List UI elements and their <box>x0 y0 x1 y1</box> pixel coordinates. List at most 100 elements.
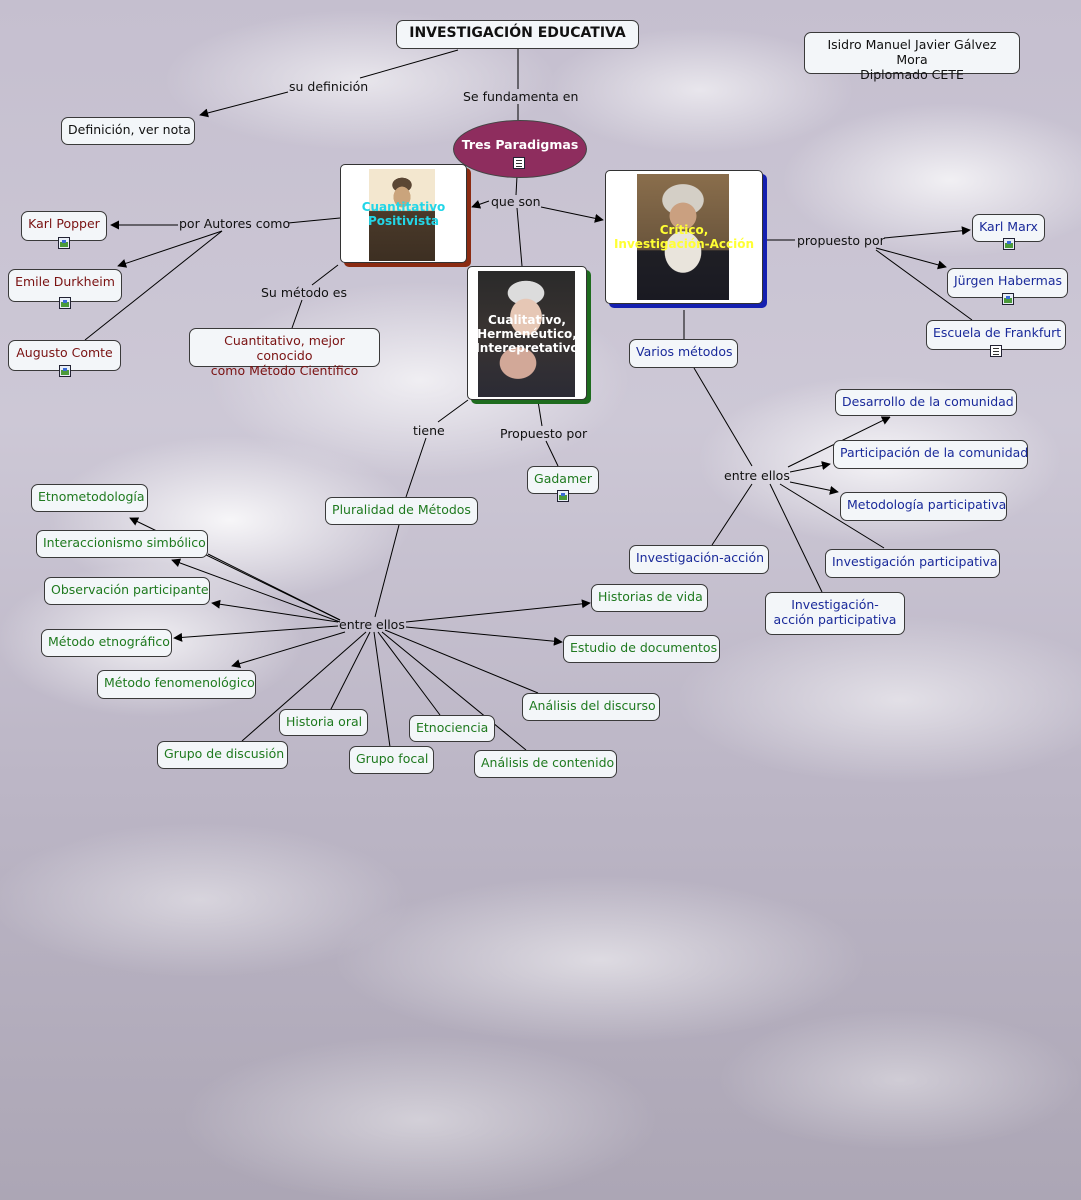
link-label-propuesto-por: Propuesto por <box>500 426 588 441</box>
method-etnometodologia[interactable]: Etnometodología <box>31 484 148 512</box>
method-metodologia-participativa[interactable]: Metodología participativa <box>840 492 1007 521</box>
link-queson-positivist <box>471 200 490 209</box>
author-augusto-comte[interactable]: Augusto Comte <box>8 340 121 377</box>
link-proposed-marx <box>883 226 971 239</box>
author-escuela-frankfurt[interactable]: Escuela de Frankfurt <box>926 320 1066 357</box>
author-karl-marx-label: Karl Marx <box>979 219 1038 234</box>
link-among-documentos <box>405 626 563 646</box>
link-authors-durkheim <box>117 230 223 268</box>
link-among-historias <box>405 599 591 623</box>
image-resource-icon[interactable] <box>58 237 70 249</box>
hermeneutic-portrait-image <box>478 271 575 397</box>
link-tiene-plurality <box>405 437 427 498</box>
link-method-node <box>291 299 303 329</box>
method-interaccionismo-simbolico[interactable]: Interaccionismo simbólico <box>36 530 208 558</box>
author-karl-popper[interactable]: Karl Popper <box>21 211 107 249</box>
definition-node[interactable]: Definición, ver nota <box>61 117 195 145</box>
center-tres-paradigmas[interactable]: Tres Paradigmas <box>453 120 587 178</box>
link-among-discusion <box>241 631 367 742</box>
method-observacion-participante[interactable]: Observación participante <box>44 577 210 605</box>
varios-metodos-node[interactable]: Varios métodos <box>629 339 738 368</box>
link-among-etnografico <box>173 625 339 642</box>
paradigm-critico[interactable]: Crítico, Investigación-Acción <box>605 170 763 304</box>
author-karl-popper-label: Karl Popper <box>28 216 100 231</box>
link-among-contenido <box>381 631 527 751</box>
link-authors-comte <box>84 230 223 341</box>
link-center-queson <box>515 175 518 196</box>
author-gadamer[interactable]: Gadamer <box>527 466 599 502</box>
method-etnografico[interactable]: Método etnográfico <box>41 629 172 657</box>
paradigm-positivista[interactable]: Cuantitativo Positivista <box>340 164 467 263</box>
author-emile-durkheim-label: Emile Durkheim <box>15 274 115 289</box>
document-icon[interactable] <box>990 345 1002 357</box>
link-among-discurso <box>384 629 539 694</box>
method-grupo-focal[interactable]: Grupo focal <box>349 746 434 774</box>
image-resource-icon[interactable] <box>59 365 71 377</box>
link-hermeneutic-tiene <box>437 399 469 423</box>
image-resource-icon[interactable] <box>1003 238 1015 250</box>
link-among-etnociencia <box>377 631 441 716</box>
image-resource-icon[interactable] <box>59 297 71 309</box>
method-historia-oral[interactable]: Historia oral <box>279 709 368 736</box>
paradigm-hermeneutico[interactable]: Cualitativo, Hermenéutico, Interepretati… <box>467 266 587 400</box>
link-title-definition <box>359 49 459 79</box>
link-among-observacion <box>211 599 339 623</box>
method-estudio-documentos[interactable]: Estudio de documentos <box>563 635 720 663</box>
link-methods-among <box>693 367 753 467</box>
image-resource-icon[interactable] <box>1002 293 1014 305</box>
document-icon[interactable] <box>513 157 525 169</box>
link-positivist-authors <box>287 217 341 224</box>
method-participacion-comunidad[interactable]: Participación de la comunidad <box>833 440 1028 469</box>
concept-map-title[interactable]: INVESTIGACIÓN EDUCATIVA <box>396 20 639 49</box>
image-resource-icon[interactable] <box>557 490 569 502</box>
link-among-inv-participativa <box>779 483 885 549</box>
pluralidad-metodos-node[interactable]: Pluralidad de Métodos <box>325 497 478 525</box>
positivist-portrait-image <box>369 169 435 261</box>
link-proposed-gadamer <box>545 440 559 467</box>
author-karl-marx[interactable]: Karl Marx <box>972 214 1045 250</box>
author-gadamer-label: Gadamer <box>534 471 592 486</box>
method-analisis-contenido[interactable]: Análisis de contenido <box>474 750 617 778</box>
author-jurgen-habermas[interactable]: Jürgen Habermas <box>947 268 1068 305</box>
link-among-interaccionismo <box>171 558 341 623</box>
link-label-entre-ellos-critico: entre ellos <box>724 468 790 483</box>
link-definition-arrow <box>199 91 289 118</box>
link-among-interaccionismo-a <box>207 553 341 621</box>
author-credit[interactable]: Isidro Manuel Javier Gálvez Mora Diploma… <box>804 32 1020 82</box>
link-among-historia <box>329 631 371 712</box>
link-label-propuesto-por-critico: propuesto por <box>797 233 885 248</box>
author-emile-durkheim[interactable]: Emile Durkheim <box>8 269 122 309</box>
link-label-tiene: tiene <box>413 423 445 438</box>
link-among-focal <box>373 631 391 748</box>
link-plurality-among <box>374 524 400 618</box>
center-label: Tres Paradigmas <box>461 137 579 152</box>
link-positivist-method <box>311 264 339 286</box>
link-queson-hermeneutic <box>516 207 523 267</box>
method-investigacion-accion[interactable]: Investigación-acción <box>629 545 769 574</box>
link-queson-critical <box>540 206 604 223</box>
paradigm-critico-label: Crítico, Investigación-Acción <box>613 223 755 251</box>
link-among-metodologia <box>789 481 839 495</box>
method-historias-vida[interactable]: Historias de vida <box>591 584 708 612</box>
method-grupo-discusion[interactable]: Grupo de discusión <box>157 741 288 769</box>
critical-portrait-image <box>637 174 729 300</box>
method-etnociencia[interactable]: Etnociencia <box>409 715 495 742</box>
method-desarrollo-comunidad[interactable]: Desarrollo de la comunidad <box>835 389 1017 416</box>
method-investigacion-participativa[interactable]: Investigación participativa <box>825 549 1000 578</box>
link-label-su-definicion: su definición <box>289 79 369 94</box>
author-jurgen-habermas-label: Jürgen Habermas <box>954 273 1063 288</box>
link-among-inv-accion <box>711 483 753 546</box>
link-among-iap <box>769 483 823 593</box>
method-analisis-discurso[interactable]: Análisis del discurso <box>522 693 660 721</box>
link-among-participacion <box>789 461 831 473</box>
link-label-se-fundamenta: Se fundamenta en <box>463 89 579 104</box>
positivist-method-node[interactable]: Cuantitativo, mejor conocido como Método… <box>189 328 380 378</box>
link-proposed-frankfurt <box>875 249 973 321</box>
link-label-que-son: que son <box>491 194 541 209</box>
method-fenomenologico[interactable]: Método fenomenológico <box>97 670 256 699</box>
paradigm-positivista-label: Cuantitativo Positivista <box>361 200 446 228</box>
paradigm-hermeneutico-label: Cualitativo, Hermenéutico, Interepretati… <box>475 313 579 355</box>
link-among-fenomenologico <box>231 631 346 668</box>
link-label-su-metodo: Su método es <box>261 285 348 300</box>
method-investigacion-accion-participativa[interactable]: Investigación-acción participativa <box>765 592 905 635</box>
